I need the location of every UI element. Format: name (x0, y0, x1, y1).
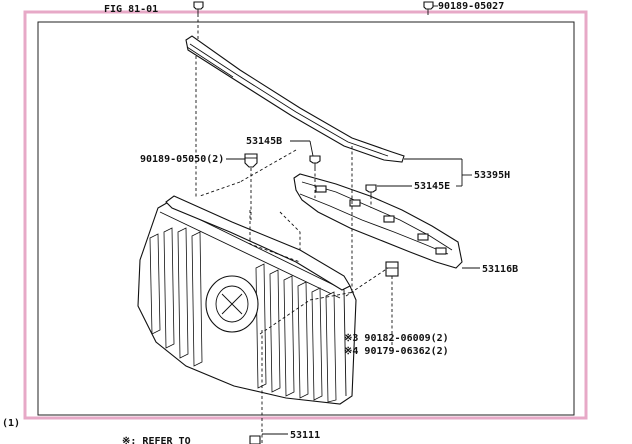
top-part-label[interactable]: 90189-05027 (438, 1, 504, 12)
radiator-grille (137, 195, 357, 405)
refer-to-label: ※: REFER TO (122, 436, 191, 444)
top-right-fastener-icon (423, 1, 434, 15)
grille-label[interactable]: 53111 (290, 430, 320, 441)
note-bolt-icon (385, 261, 399, 277)
clip-53145e-label[interactable]: 53145E (414, 181, 450, 192)
lower-bracket (293, 173, 463, 269)
upper-molding-strip (185, 35, 405, 163)
fig-ref-label[interactable]: FIG 81-01 (104, 4, 158, 15)
screw-label[interactable]: 90189-05050(2) (140, 154, 224, 165)
screw-icon (244, 153, 258, 168)
clip-53145b-icon (309, 155, 321, 168)
clip-53145e-icon (365, 184, 377, 196)
index-label: (1) (2, 418, 20, 429)
molding-assembly-label[interactable]: 53395H (474, 170, 510, 181)
clip-53145b-label[interactable]: 53145B (246, 136, 282, 147)
note4-label[interactable]: ※4 90179-06362(2) (344, 346, 449, 357)
bracket-label[interactable]: 53116B (482, 264, 518, 275)
note3-label[interactable]: ※3 90182-06009(2) (344, 333, 449, 344)
inner-border (37, 21, 575, 416)
outer-frame (23, 10, 588, 420)
bottom-fastener-icon (249, 435, 261, 444)
top-fastener-icon (193, 1, 204, 14)
